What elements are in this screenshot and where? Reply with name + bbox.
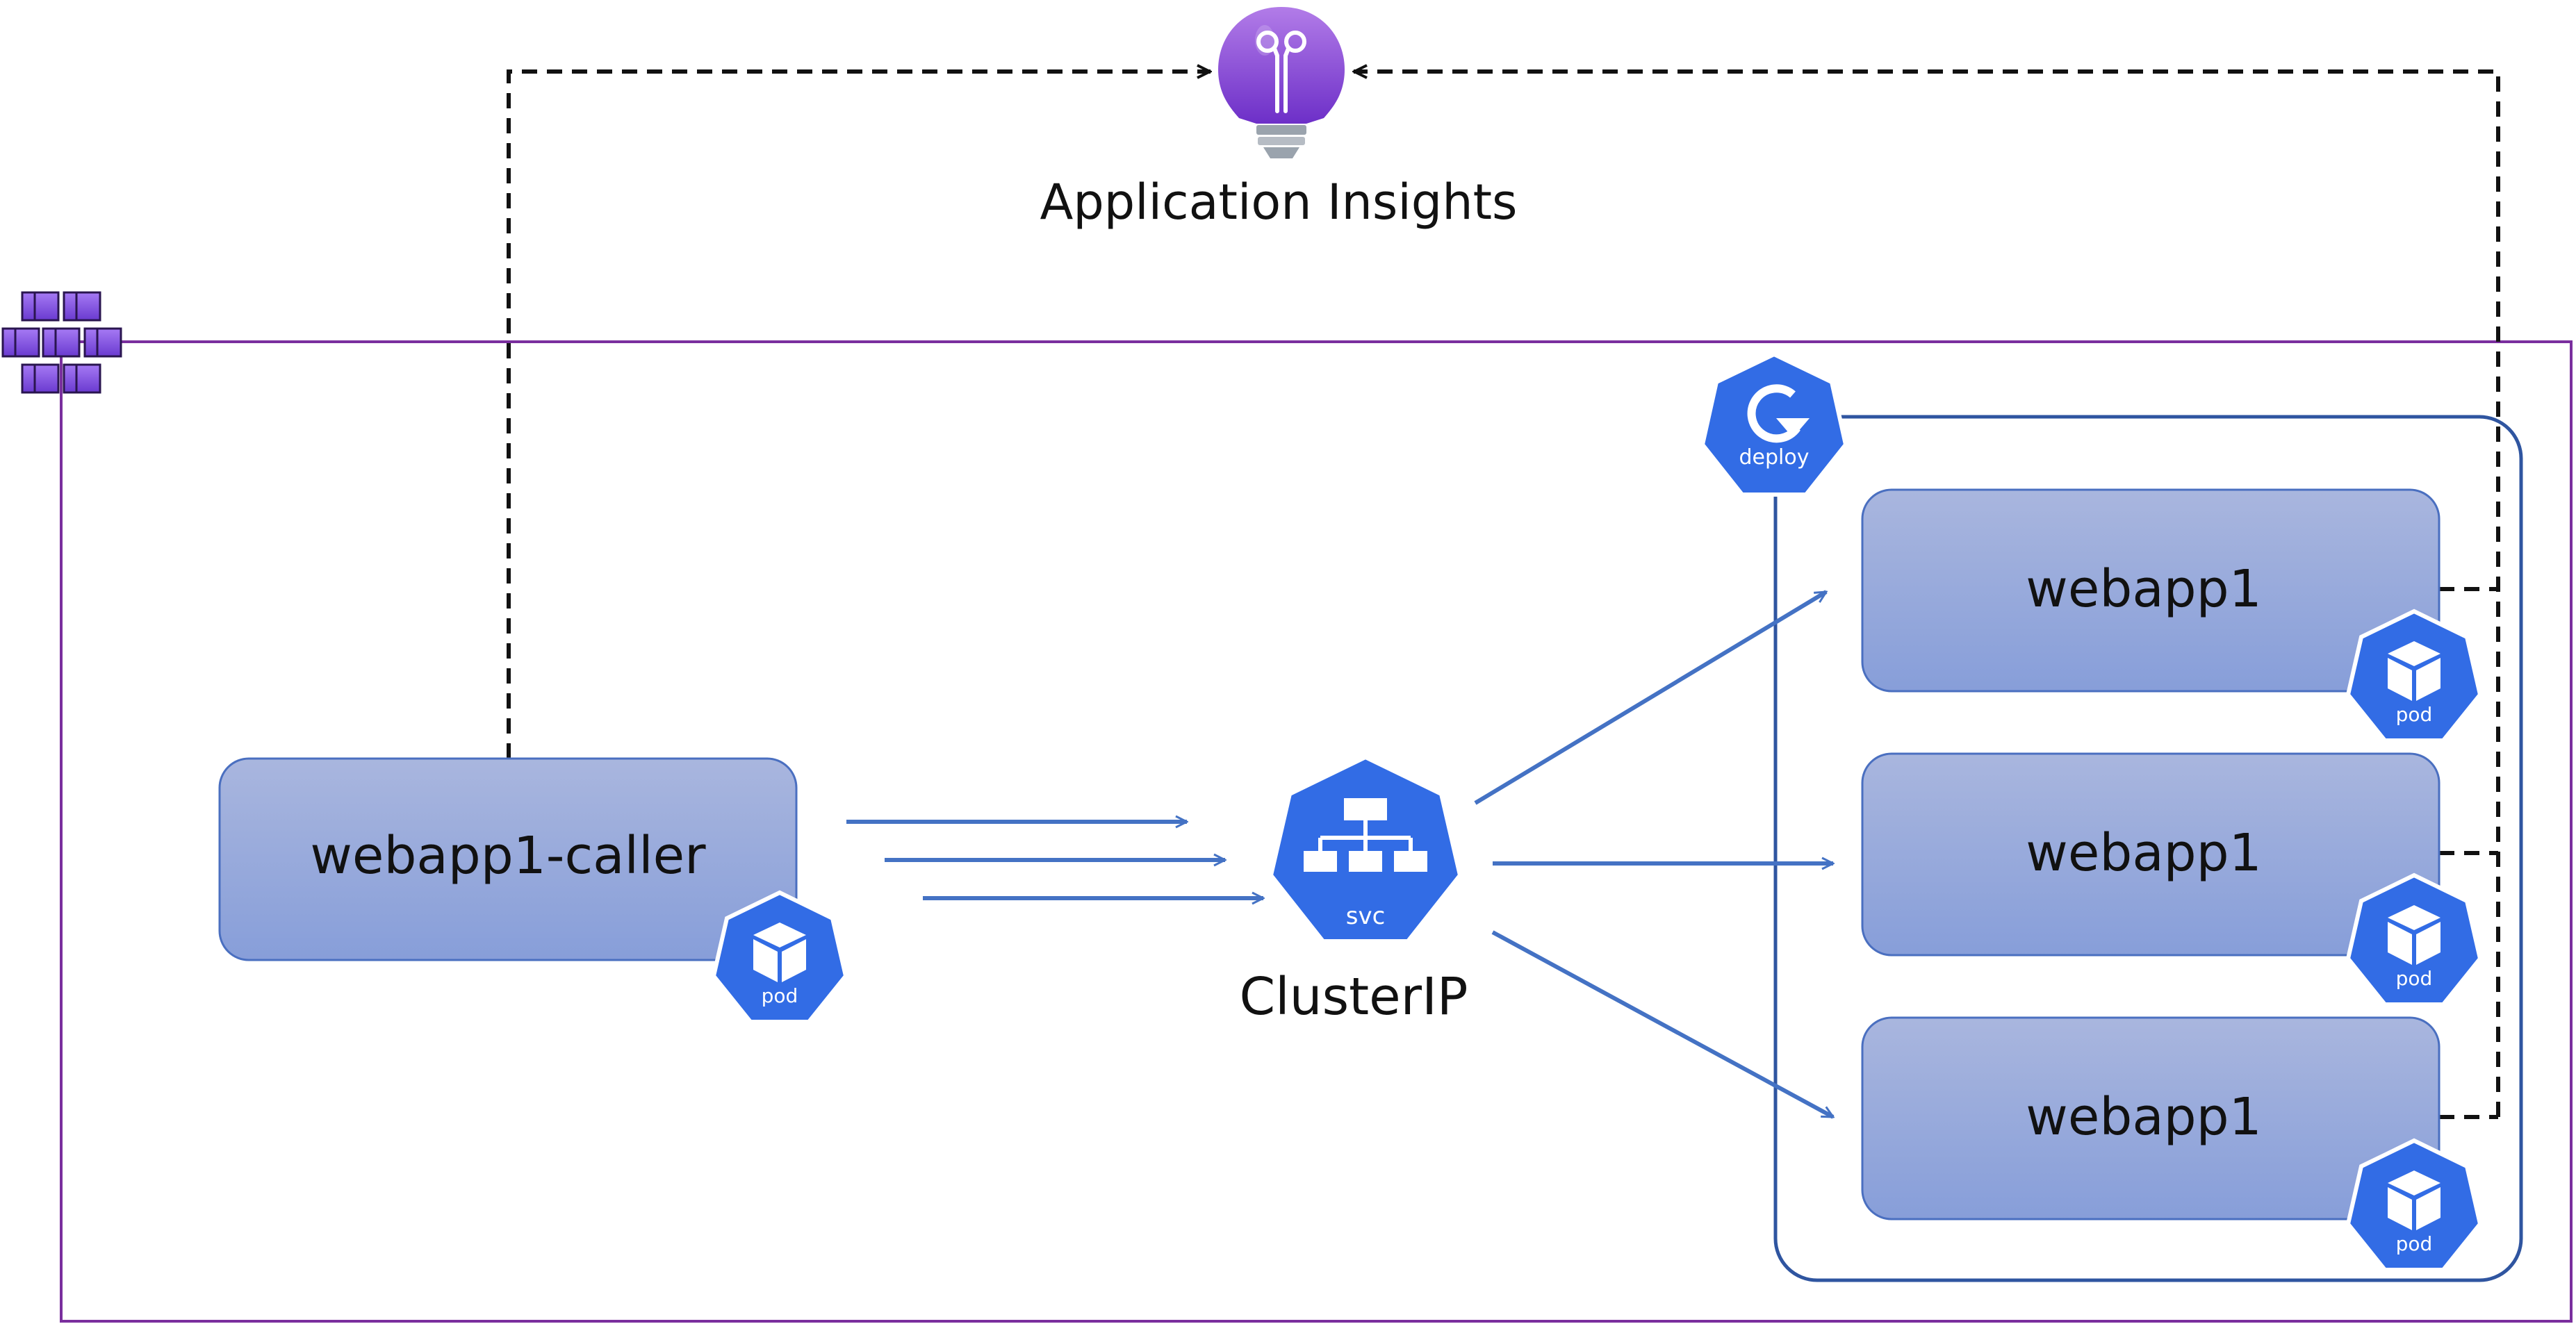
pod3-icon: pod xyxy=(2345,1138,2483,1272)
webapp1-label: webapp1 xyxy=(2026,559,2261,619)
deploy-badge-label: deploy xyxy=(1739,445,1810,470)
webapp1-pod-1[interactable]: webapp1 xyxy=(1861,488,2440,693)
request-arrows xyxy=(846,590,1833,1119)
deployment-container xyxy=(1773,415,2523,1282)
webapp1-pod-2[interactable]: webapp1 xyxy=(1861,752,2440,957)
webapp1-box[interactable] xyxy=(1861,752,2440,957)
cluster-boundary xyxy=(60,340,2573,1323)
pod1-icon: pod xyxy=(2345,609,2483,743)
insights-label: Application Insights xyxy=(1040,174,1517,231)
caller-pod[interactable]: webapp1-caller xyxy=(218,757,798,961)
pod2-icon: pod xyxy=(2345,872,2483,1007)
svc-to-pod1-arrow xyxy=(1474,590,1826,805)
pods-telemetry-trunk xyxy=(1354,72,2500,1117)
service-label: ClusterIP xyxy=(1239,967,1468,1027)
caller-label: webapp1-caller xyxy=(310,826,706,886)
caller-pod-badge-label: pod xyxy=(762,984,798,1007)
telemetry-lines xyxy=(507,72,2500,1119)
webapp1-pod-3[interactable]: webapp1 xyxy=(1861,1016,2440,1220)
aks-cluster-icon xyxy=(1,291,122,394)
webapp1-box[interactable] xyxy=(1861,1016,2440,1220)
caller-telemetry-line xyxy=(507,72,1211,759)
webapp1-label: webapp1 xyxy=(2026,1087,2261,1147)
caller-box[interactable] xyxy=(218,757,798,961)
deploy-icon[interactable]: deploy xyxy=(1700,351,1848,497)
pod1-badge-label: pod xyxy=(2396,703,2433,726)
webapp1-label: webapp1 xyxy=(2026,823,2261,883)
lightbulb-icon xyxy=(1218,7,1345,158)
svc-to-pod3-arrow xyxy=(1491,930,1833,1119)
pod2-badge-label: pod xyxy=(2396,967,2433,990)
pod3-badge-label: pod xyxy=(2396,1232,2433,1255)
caller-pod-icon: pod xyxy=(711,890,848,1024)
webapp1-box[interactable] xyxy=(1861,488,2440,693)
svc-badge-label: svc xyxy=(1346,902,1386,930)
service-icon[interactable]: svc xyxy=(1268,754,1463,943)
